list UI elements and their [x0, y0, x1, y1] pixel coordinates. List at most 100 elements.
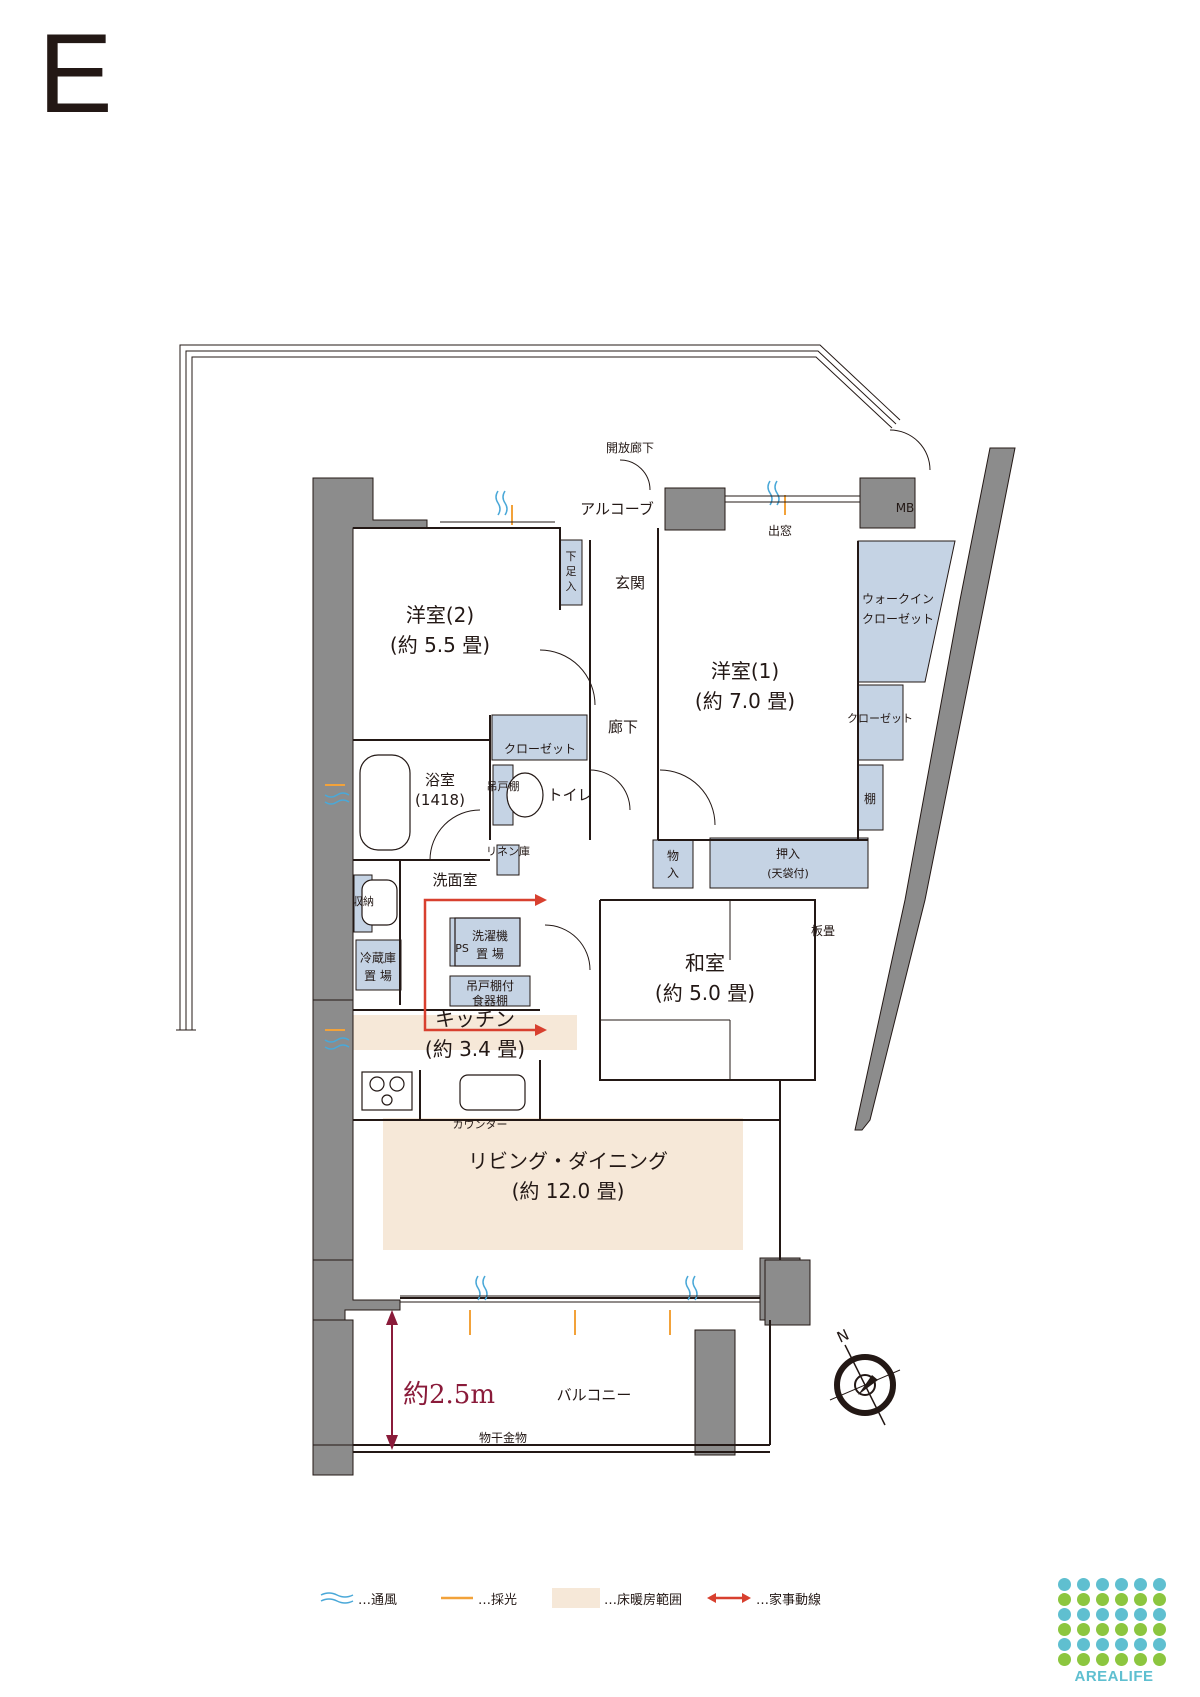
brand-dot: [1077, 1638, 1090, 1651]
ventilation-icon: [320, 1592, 354, 1604]
brand-dot: [1115, 1653, 1128, 1666]
legend-daylight: …採光: [440, 1585, 517, 1611]
brand-dot: [1096, 1608, 1109, 1621]
room-western-2-name: 洋室(2): [406, 603, 474, 627]
brand-dot: [1058, 1593, 1071, 1606]
outer-rail: [176, 344, 901, 1031]
ps-label: PS: [455, 942, 469, 955]
legend-housework: …家事動線: [706, 1585, 821, 1611]
wash-storage-label: 収納: [352, 895, 374, 908]
fridge-label-2: 置 場: [364, 969, 392, 983]
room-entrance: 玄関: [615, 574, 645, 592]
legend-floor-heating: …床暖房範囲: [552, 1585, 682, 1611]
brand-dot: [1115, 1578, 1128, 1591]
shoe-cabinet-3: 入: [566, 580, 577, 593]
room-bay-window: 出窓: [768, 523, 792, 538]
brand-dot: [1115, 1593, 1128, 1606]
brand-dot: [1153, 1608, 1166, 1621]
brand-dot: [1134, 1653, 1147, 1666]
tatami-lines: [600, 900, 731, 1080]
brand-dot: [1058, 1638, 1071, 1651]
washer: [454, 917, 521, 967]
brand-dot: [1058, 1623, 1071, 1636]
brand-dot: [1096, 1653, 1109, 1666]
room-japanese-name: 和室: [685, 951, 725, 975]
brand-dot: [1115, 1608, 1128, 1621]
brand-dot: [1153, 1638, 1166, 1651]
hanging-shelf-label-1: 吊戸棚付: [466, 978, 514, 993]
closet-western-2: クローゼット: [504, 742, 576, 756]
wash-basin: [361, 879, 398, 926]
shelf-label: 棚: [864, 791, 876, 806]
oshiire-sub-label: (天袋付): [767, 866, 809, 880]
plan-letter: E: [38, 11, 113, 136]
legend-daylight-label: …採光: [478, 1592, 518, 1608]
room-washroom: 洗面室: [432, 871, 477, 889]
brand-dot: [1058, 1608, 1071, 1621]
brand-dot: [1077, 1653, 1090, 1666]
room-balcony: バルコニー: [557, 1386, 632, 1404]
daylight-icon: [441, 1596, 473, 1600]
itatatami-label: 板畳: [811, 924, 835, 938]
monoire-label-1: 物: [667, 849, 679, 863]
doors: [429, 429, 931, 971]
counter-label: カウンター: [453, 1118, 508, 1131]
oshiire-label: 押入: [776, 847, 800, 861]
balcony-depth-label: 約2.5m: [403, 1380, 495, 1410]
room-kitchen-size: (約 3.4 畳): [425, 1037, 525, 1061]
bathtub: [359, 754, 411, 851]
walk-in-closet-1: ウォークイン: [862, 592, 934, 606]
brand-dot: [1153, 1623, 1166, 1636]
brand-dot: [1058, 1653, 1071, 1666]
housework-route: [423, 894, 547, 1036]
laundry-rod-label: 物干金物: [479, 1430, 527, 1445]
linen-label: リネン庫: [486, 844, 530, 858]
room-mb: MB: [896, 501, 915, 515]
brand-dot: [1115, 1638, 1128, 1651]
brand-dot: [1115, 1623, 1128, 1636]
legend-ventilation-label: …通風: [358, 1592, 398, 1608]
brand-dot: [1077, 1623, 1090, 1636]
room-toilet: トイレ: [547, 786, 592, 804]
brand-dot: [1153, 1653, 1166, 1666]
closet-western-1: クローゼット: [847, 712, 913, 725]
room-alcove: アルコーブ: [580, 500, 654, 518]
shoe-cabinet-1: 下: [566, 550, 577, 563]
floor-heating-area: [565, 1118, 743, 1143]
brand-dot: [1077, 1593, 1090, 1606]
compass-north-label: N: [834, 1326, 852, 1347]
room-corridor: 廊下: [608, 718, 638, 736]
room-living-name: リビング・ダイニング: [468, 1149, 668, 1173]
washer-label-1: 洗濯機: [472, 928, 508, 943]
walls: [312, 447, 1016, 1476]
brand-name: AREALIFE: [1074, 1668, 1154, 1685]
brand-dot: [1134, 1593, 1147, 1606]
legend-floor-heating-label: …床暖房範囲: [604, 1592, 683, 1608]
brand-dot: [1134, 1578, 1147, 1591]
brand-dot: [1153, 1578, 1166, 1591]
floor-heating-swatch: [552, 1588, 600, 1608]
monoire-label-2: 入: [667, 866, 679, 880]
room-bath-name: 浴室: [425, 771, 455, 789]
fridge-label-1: 冷蔵庫: [360, 951, 396, 965]
brand-dot: [1134, 1638, 1147, 1651]
daylight-marks: [325, 495, 786, 1335]
legend-ventilation: …通風: [320, 1585, 397, 1611]
washer-label-2: 置 場: [476, 947, 504, 961]
brand-dot: [1153, 1593, 1166, 1606]
brand-dot: [1134, 1623, 1147, 1636]
room-western-1-name: 洋室(1): [711, 659, 779, 683]
balcony-window: [400, 495, 860, 1303]
brand-dot: [1096, 1623, 1109, 1636]
kitchen-sink: [459, 1074, 526, 1111]
room-living-size: (約 12.0 畳): [512, 1179, 625, 1203]
brand-dot: [1096, 1638, 1109, 1651]
brand-dot: [1077, 1608, 1090, 1621]
room-japanese-size: (約 5.0 畳): [655, 981, 755, 1005]
brand-dot: [1058, 1578, 1071, 1591]
room-western-2-size: (約 5.5 畳): [390, 633, 490, 657]
room-kitchen-name: キッチン: [435, 1007, 515, 1031]
storage-areas: [353, 539, 956, 1007]
brand-dot: [1134, 1608, 1147, 1621]
